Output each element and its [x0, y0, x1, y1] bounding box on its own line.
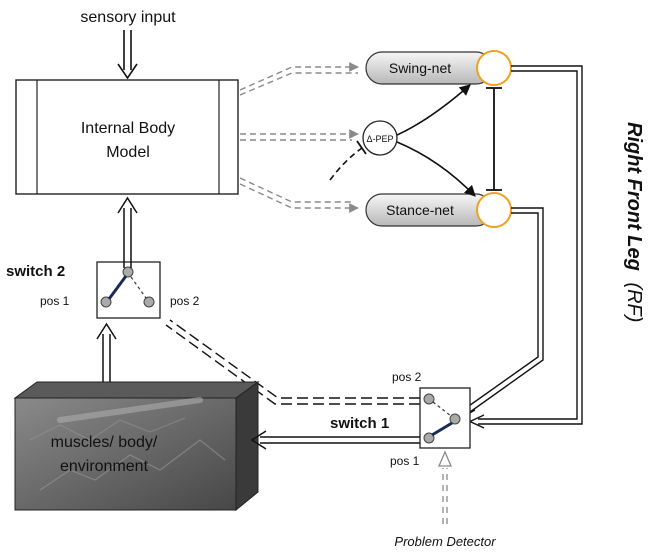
delta-pep-inhibitory-bar: [356, 140, 367, 155]
switch2-contact-pos2: [143, 296, 155, 308]
swing-output-line: [478, 65, 583, 425]
swing-net-label: Swing-net: [389, 60, 451, 76]
swing-net-neuron: [476, 50, 512, 86]
stance-output-line: [465, 207, 544, 413]
leg-label-abbr: (RF): [623, 282, 645, 322]
environment-box: [13, 381, 260, 512]
leg-label: Right Front Leg (RF): [623, 122, 645, 322]
internal-body-model-label-1: Internal Body: [81, 120, 175, 137]
switch1-title: switch 1: [330, 415, 389, 432]
environment-label-2: environment: [60, 458, 149, 475]
switch1-contact-pos1: [423, 432, 435, 444]
stance-net-neuron: [476, 192, 512, 228]
delta-pep-inhibitory-input: [329, 147, 363, 181]
switch2-blade: [107, 275, 128, 300]
switch2-open-path: [130, 276, 147, 299]
switch1-to-environment-arrow: [250, 430, 420, 450]
problem-detector-label: Problem Detector: [394, 534, 496, 549]
switch2-contact-pos1: [100, 296, 112, 308]
problem-detector-arrow: [438, 450, 452, 524]
svg-text:Right Front Leg (RF): Right Front Leg (RF): [623, 122, 645, 322]
stance-net-label: Stance-net: [386, 202, 454, 218]
body-model-to-nets-dashed: [239, 62, 359, 213]
leg-label-main: Right Front Leg: [623, 122, 645, 271]
sensory-input-label: sensory input: [80, 9, 176, 26]
mutual-inhibition-link: [486, 87, 502, 191]
switch1-open-path: [432, 401, 452, 417]
swing-output-arrowhead: [468, 414, 485, 429]
switch1-pos1-label: pos 1: [390, 454, 420, 468]
environment-label-1: muscles/ body/: [51, 434, 158, 451]
delta-pep-label: Δ-PEP: [366, 134, 393, 144]
switch1-contact-common: [449, 413, 461, 425]
delta-pep-node: [362, 120, 398, 156]
delta-pep-to-swing: [396, 84, 471, 136]
sensory-input-arrow: [117, 30, 138, 80]
switch2-pos2-label: pos 2: [170, 294, 200, 308]
switch1-to-switch2-dashed: [165, 319, 420, 405]
switch2-to-body-model-arrow: [117, 196, 138, 268]
switch2-pos1-label: pos 1: [40, 294, 70, 308]
switch2-contact-top: [122, 266, 134, 278]
internal-body-model-label-2: Model: [106, 144, 150, 161]
internal-body-model-box: [15, 79, 239, 195]
switch1-blade: [431, 421, 453, 437]
switch1-contact-pos2: [423, 393, 435, 405]
delta-pep-to-stance: [396, 141, 476, 197]
switch2-title: switch 2: [6, 263, 65, 280]
switch1-pos2-label: pos 2: [392, 370, 422, 384]
